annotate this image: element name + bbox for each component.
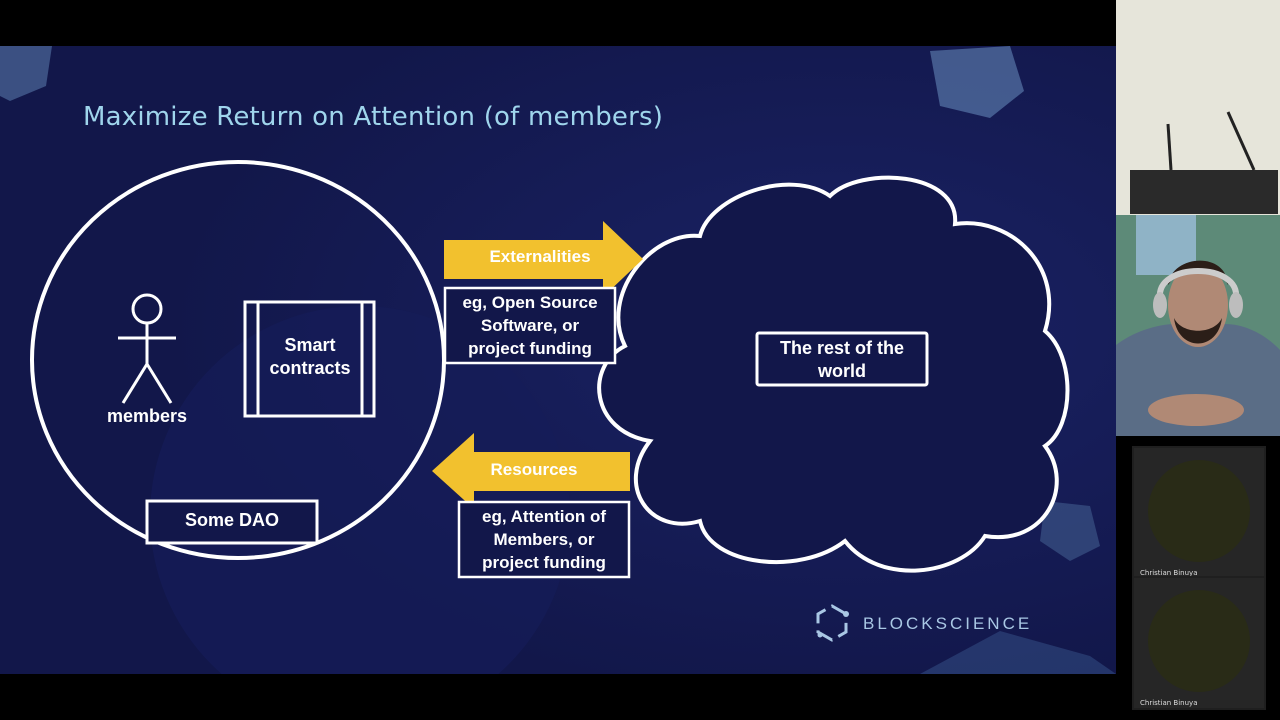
world-line2: world — [818, 361, 866, 381]
externalities-line3: project funding — [468, 339, 592, 358]
resources-arrow — [432, 433, 630, 509]
resources-line1: eg, Attention of — [481, 507, 606, 526]
slide-title: Maximize Return on Attention (of members… — [83, 102, 664, 132]
resources-label: Resources — [490, 460, 578, 479]
resources-caption: eg, Attention of Members, or project fun… — [459, 505, 629, 574]
world-label: The rest of the world — [757, 337, 927, 383]
participant-avatar — [1148, 460, 1250, 562]
externalities-line1: eg, Open Source — [462, 293, 598, 312]
participant-tile[interactable]: Christian Binuya — [1132, 576, 1266, 710]
externalities-arrow — [444, 221, 643, 297]
dao-circle — [30, 160, 446, 560]
presentation-slide: Maximize Return on Attention (of members… — [0, 46, 1116, 674]
externalities-label: Externalities — [489, 247, 591, 266]
dao-label-box — [145, 499, 319, 545]
participant-name: Christian Binuya — [1140, 699, 1198, 707]
externalities-line2: Software, or — [480, 316, 580, 335]
resources-caption-box — [457, 500, 631, 579]
world-line1: The rest of the — [779, 338, 904, 358]
smart-contracts-label: Smart contracts — [258, 334, 362, 380]
member-figure-icon — [118, 293, 176, 404]
smart-contracts-line2: contracts — [269, 358, 351, 378]
speaker-video[interactable] — [1116, 0, 1280, 436]
smart-contracts-line1: Smart — [284, 335, 336, 355]
smart-contracts-box — [243, 300, 376, 418]
speaker-video-frame — [1116, 0, 1280, 436]
blockscience-wordmark: BLOCKSCIENCE — [863, 614, 1033, 633]
participant-tile[interactable]: Christian Binuya — [1132, 446, 1266, 580]
members-label: members — [106, 406, 188, 426]
externalities-caption: eg, Open Source Software, or project fun… — [445, 291, 615, 360]
participant-avatar — [1148, 590, 1250, 692]
dao-label: Some DAO — [184, 510, 280, 530]
resources-line2: Members, or — [493, 530, 595, 549]
externalities-caption-box — [443, 286, 617, 365]
resources-line3: project funding — [482, 553, 606, 572]
participant-name: Christian Binuya — [1140, 569, 1198, 577]
blockscience-logo-icon — [816, 604, 849, 642]
world-label-box — [755, 331, 929, 387]
dao-diagram — [30, 160, 1070, 579]
